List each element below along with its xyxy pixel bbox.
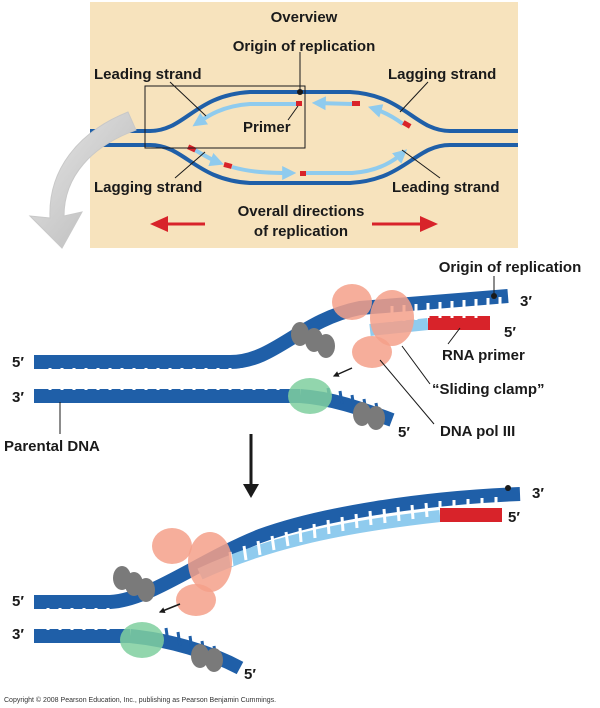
primer-top-1 [352, 101, 360, 106]
zoom-box [144, 85, 306, 149]
lagging-bottom-leader [174, 151, 206, 179]
detail-2: 3′ 5′ 5′ 3′ 5′ [12, 485, 544, 683]
d2-5prime: 5′ [508, 509, 520, 526]
primer-top-leading [296, 101, 302, 106]
directions-label-line1: Overall directions [238, 203, 365, 220]
d1-origin-dot [491, 293, 497, 299]
d1-5prime-primer: 5′ [504, 324, 516, 341]
step-arrow-head [243, 484, 259, 498]
d1-rna-primer [428, 316, 490, 330]
d1-dna-pol-label: DNA pol III [440, 423, 515, 440]
d1-bottom-5prime: 5′ [398, 424, 410, 441]
leading-strand-bottom-label: Leading strand [392, 179, 500, 196]
d1-sliding-clamp [332, 284, 414, 368]
d2-origin-dot [505, 485, 511, 491]
d2-dna-pol-iii [120, 622, 164, 658]
d2-sliding-clamp [152, 528, 232, 616]
primer-leader [287, 105, 299, 121]
primer-bottom-leading [300, 171, 306, 176]
copyright-text: Copyright © 2008 Pearson Education, Inc.… [4, 696, 276, 704]
d1-left-5prime: 5′ [12, 354, 24, 371]
leading-top-leader [169, 81, 207, 117]
d2-synthesis-arrow [158, 603, 181, 614]
d2-left-5prime: 5′ [12, 593, 24, 610]
lagging-strand-bottom-label: Lagging strand [94, 179, 202, 196]
d1-sliding-clamp-label: “Sliding clamp” [432, 381, 545, 398]
d2-helicase [113, 566, 223, 672]
lagging-fragment-top-2 [367, 104, 405, 126]
d1-helicase [291, 322, 385, 430]
lagging-fragment-bottom-1 [193, 148, 224, 167]
d1-3prime-top: 3′ [520, 293, 532, 310]
lagging-top-leader [399, 81, 429, 113]
d1-dna-pol-iii [288, 378, 332, 414]
d2-base-pairs [46, 608, 110, 630]
direction-arrow-right [372, 216, 438, 232]
d1-rna-primer-leader [447, 327, 461, 345]
lagging-fragment-bottom-2 [231, 165, 297, 180]
detail-1: Origin of replication 3′ 5′ RNA primer “… [4, 259, 581, 455]
leading-strand-bottom [306, 149, 408, 175]
primer-label: Primer [243, 119, 291, 136]
d2-3prime: 3′ [532, 485, 544, 502]
d2-rna-primer [440, 508, 502, 522]
d2-bottom-5prime: 5′ [244, 666, 256, 683]
zoom-arrow [28, 111, 137, 249]
d2-left-3prime: 3′ [12, 626, 24, 643]
overview-panel: Overview Origin of replication Leading s… [90, 2, 518, 248]
bottom-parental-strand [90, 143, 518, 185]
d1-rna-primer-label: RNA primer [442, 347, 525, 364]
leading-strand-top [192, 102, 298, 127]
overview-title: Overview [271, 9, 338, 26]
primer-top-2 [402, 120, 412, 129]
direction-arrow-left [150, 216, 205, 232]
d1-clamp-leader [401, 345, 431, 385]
lagging-strand-top-label: Lagging strand [388, 66, 496, 83]
directions-label-line2: of replication [254, 223, 348, 240]
origin-label: Origin of replication [233, 38, 376, 55]
d1-pol-leader [379, 359, 435, 425]
leading-bottom-leader [401, 149, 441, 179]
lagging-fragment-top-1 [311, 96, 353, 111]
origin-dot [297, 89, 303, 95]
leading-strand-top-label: Leading strand [94, 66, 202, 83]
d1-base-pairs [48, 368, 280, 390]
d1-parental-dna-label: Parental DNA [4, 438, 100, 455]
primer-bottom-2 [223, 162, 233, 169]
d1-origin-label: Origin of replication [439, 259, 582, 276]
d1-synthesis-arrow [332, 367, 353, 377]
overview-background [90, 2, 518, 248]
d1-left-3prime: 3′ [12, 389, 24, 406]
